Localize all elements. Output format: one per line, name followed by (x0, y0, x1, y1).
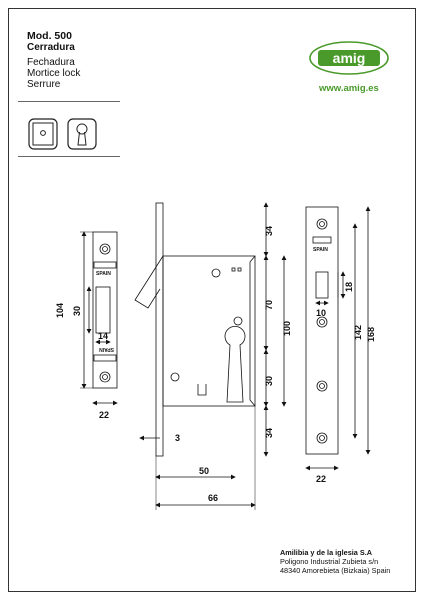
euro-cylinder-icon (67, 118, 97, 150)
company-name: Amilibia y de la iglesia S.A (280, 548, 373, 557)
dim-right-total: 168 (366, 327, 376, 342)
deadbolt-icon (28, 118, 58, 150)
product-name-es: Cerradura (27, 42, 75, 53)
amig-logo: amig (309, 41, 389, 75)
product-name-pt: Fechadura (27, 57, 75, 68)
dim-right-slot-height: 18 (344, 282, 354, 292)
sheet-frame (8, 8, 416, 592)
company-address-line2: 48340 Amorebieta (Bizkaia) Spain (280, 566, 391, 575)
dim-depth: 66 (208, 493, 218, 503)
dim-face: 3 (175, 433, 180, 443)
dim-right-width: 22 (316, 474, 326, 484)
dim-body-bottom: 34 (264, 428, 274, 438)
company-address-line1: Poligono Industrial Zubieta s/n (280, 557, 379, 566)
lock-body (134, 202, 256, 457)
left-front-plate (92, 231, 118, 389)
dim-body-cylinder: 30 (264, 376, 274, 386)
header-rule-bottom (18, 156, 120, 157)
dim-body-total: 100 (282, 321, 292, 336)
dim-left-height: 104 (55, 303, 65, 318)
dim-left-width: 22 (99, 410, 109, 420)
dim-body-middle: 70 (264, 300, 274, 310)
brand-url[interactable]: www.amig.es (319, 83, 379, 94)
product-name-en: Mortice lock (27, 68, 81, 79)
header-rule-top (18, 101, 120, 102)
dim-right-slot-width: 10 (316, 308, 326, 318)
company-footer: Amilibia y de la iglesia S.A Poligono In… (280, 548, 390, 575)
left-stamp-top: SPAIN (96, 271, 111, 277)
svg-text:amig: amig (333, 50, 366, 66)
product-name-fr: Serrure (27, 79, 61, 90)
model-title: Mod. 500 (27, 30, 72, 42)
left-stamp-bottom: SPAIN (99, 346, 114, 352)
right-front-plate (305, 206, 339, 455)
dim-left-slot: 30 (72, 306, 82, 316)
dim-right-inner: 142 (353, 325, 363, 340)
right-stamp: SPAIN (313, 247, 328, 253)
dim-backset: 50 (199, 466, 209, 476)
dim-left-slot-width: 14 (98, 331, 108, 341)
dim-body-top: 34 (264, 226, 274, 236)
